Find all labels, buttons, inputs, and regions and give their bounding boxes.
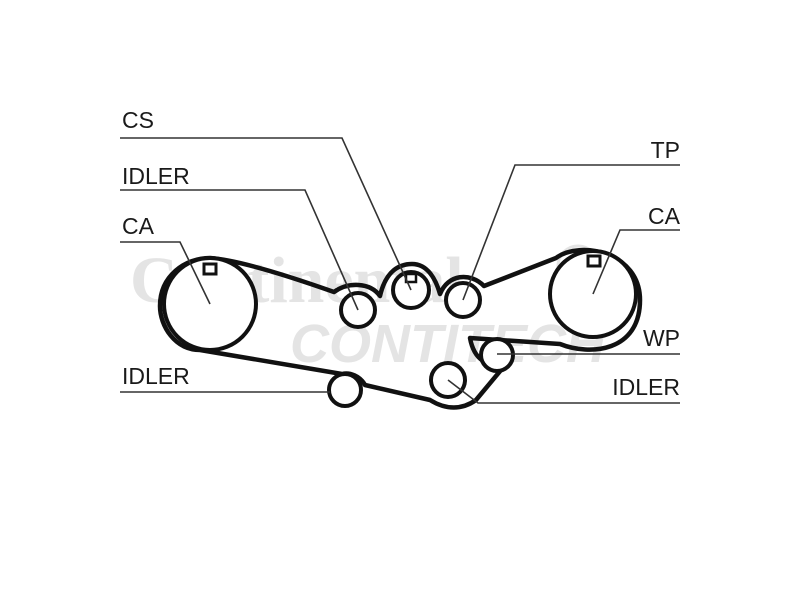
label-ca-right: CA	[648, 203, 681, 229]
label-idler-upper-left: IDLER	[122, 163, 190, 189]
leader-idler-lower-right	[447, 379, 680, 404]
label-wp: WP	[643, 325, 680, 351]
leader-cs	[120, 137, 412, 291]
leader-tp	[462, 164, 680, 301]
callout-labels: CS IDLER CA IDLER TP CA WP IDLER	[122, 107, 681, 400]
leader-ca-left	[120, 241, 211, 305]
pulley-idler-lower-left	[327, 372, 363, 408]
pulley-wp	[479, 337, 515, 373]
leader-ca-right	[592, 229, 680, 295]
label-ca-left: CA	[122, 213, 155, 239]
label-idler-lower-right: IDLER	[612, 374, 680, 400]
label-cs: CS	[122, 107, 154, 133]
leader-lines	[120, 137, 680, 404]
timing-mark-icon	[586, 254, 602, 268]
timing-mark-icon	[202, 262, 218, 276]
label-tp: TP	[651, 137, 680, 163]
timing-belt	[157, 247, 643, 410]
label-idler-lower-left: IDLER	[122, 363, 190, 389]
leader-idler-upper-left	[120, 189, 359, 311]
